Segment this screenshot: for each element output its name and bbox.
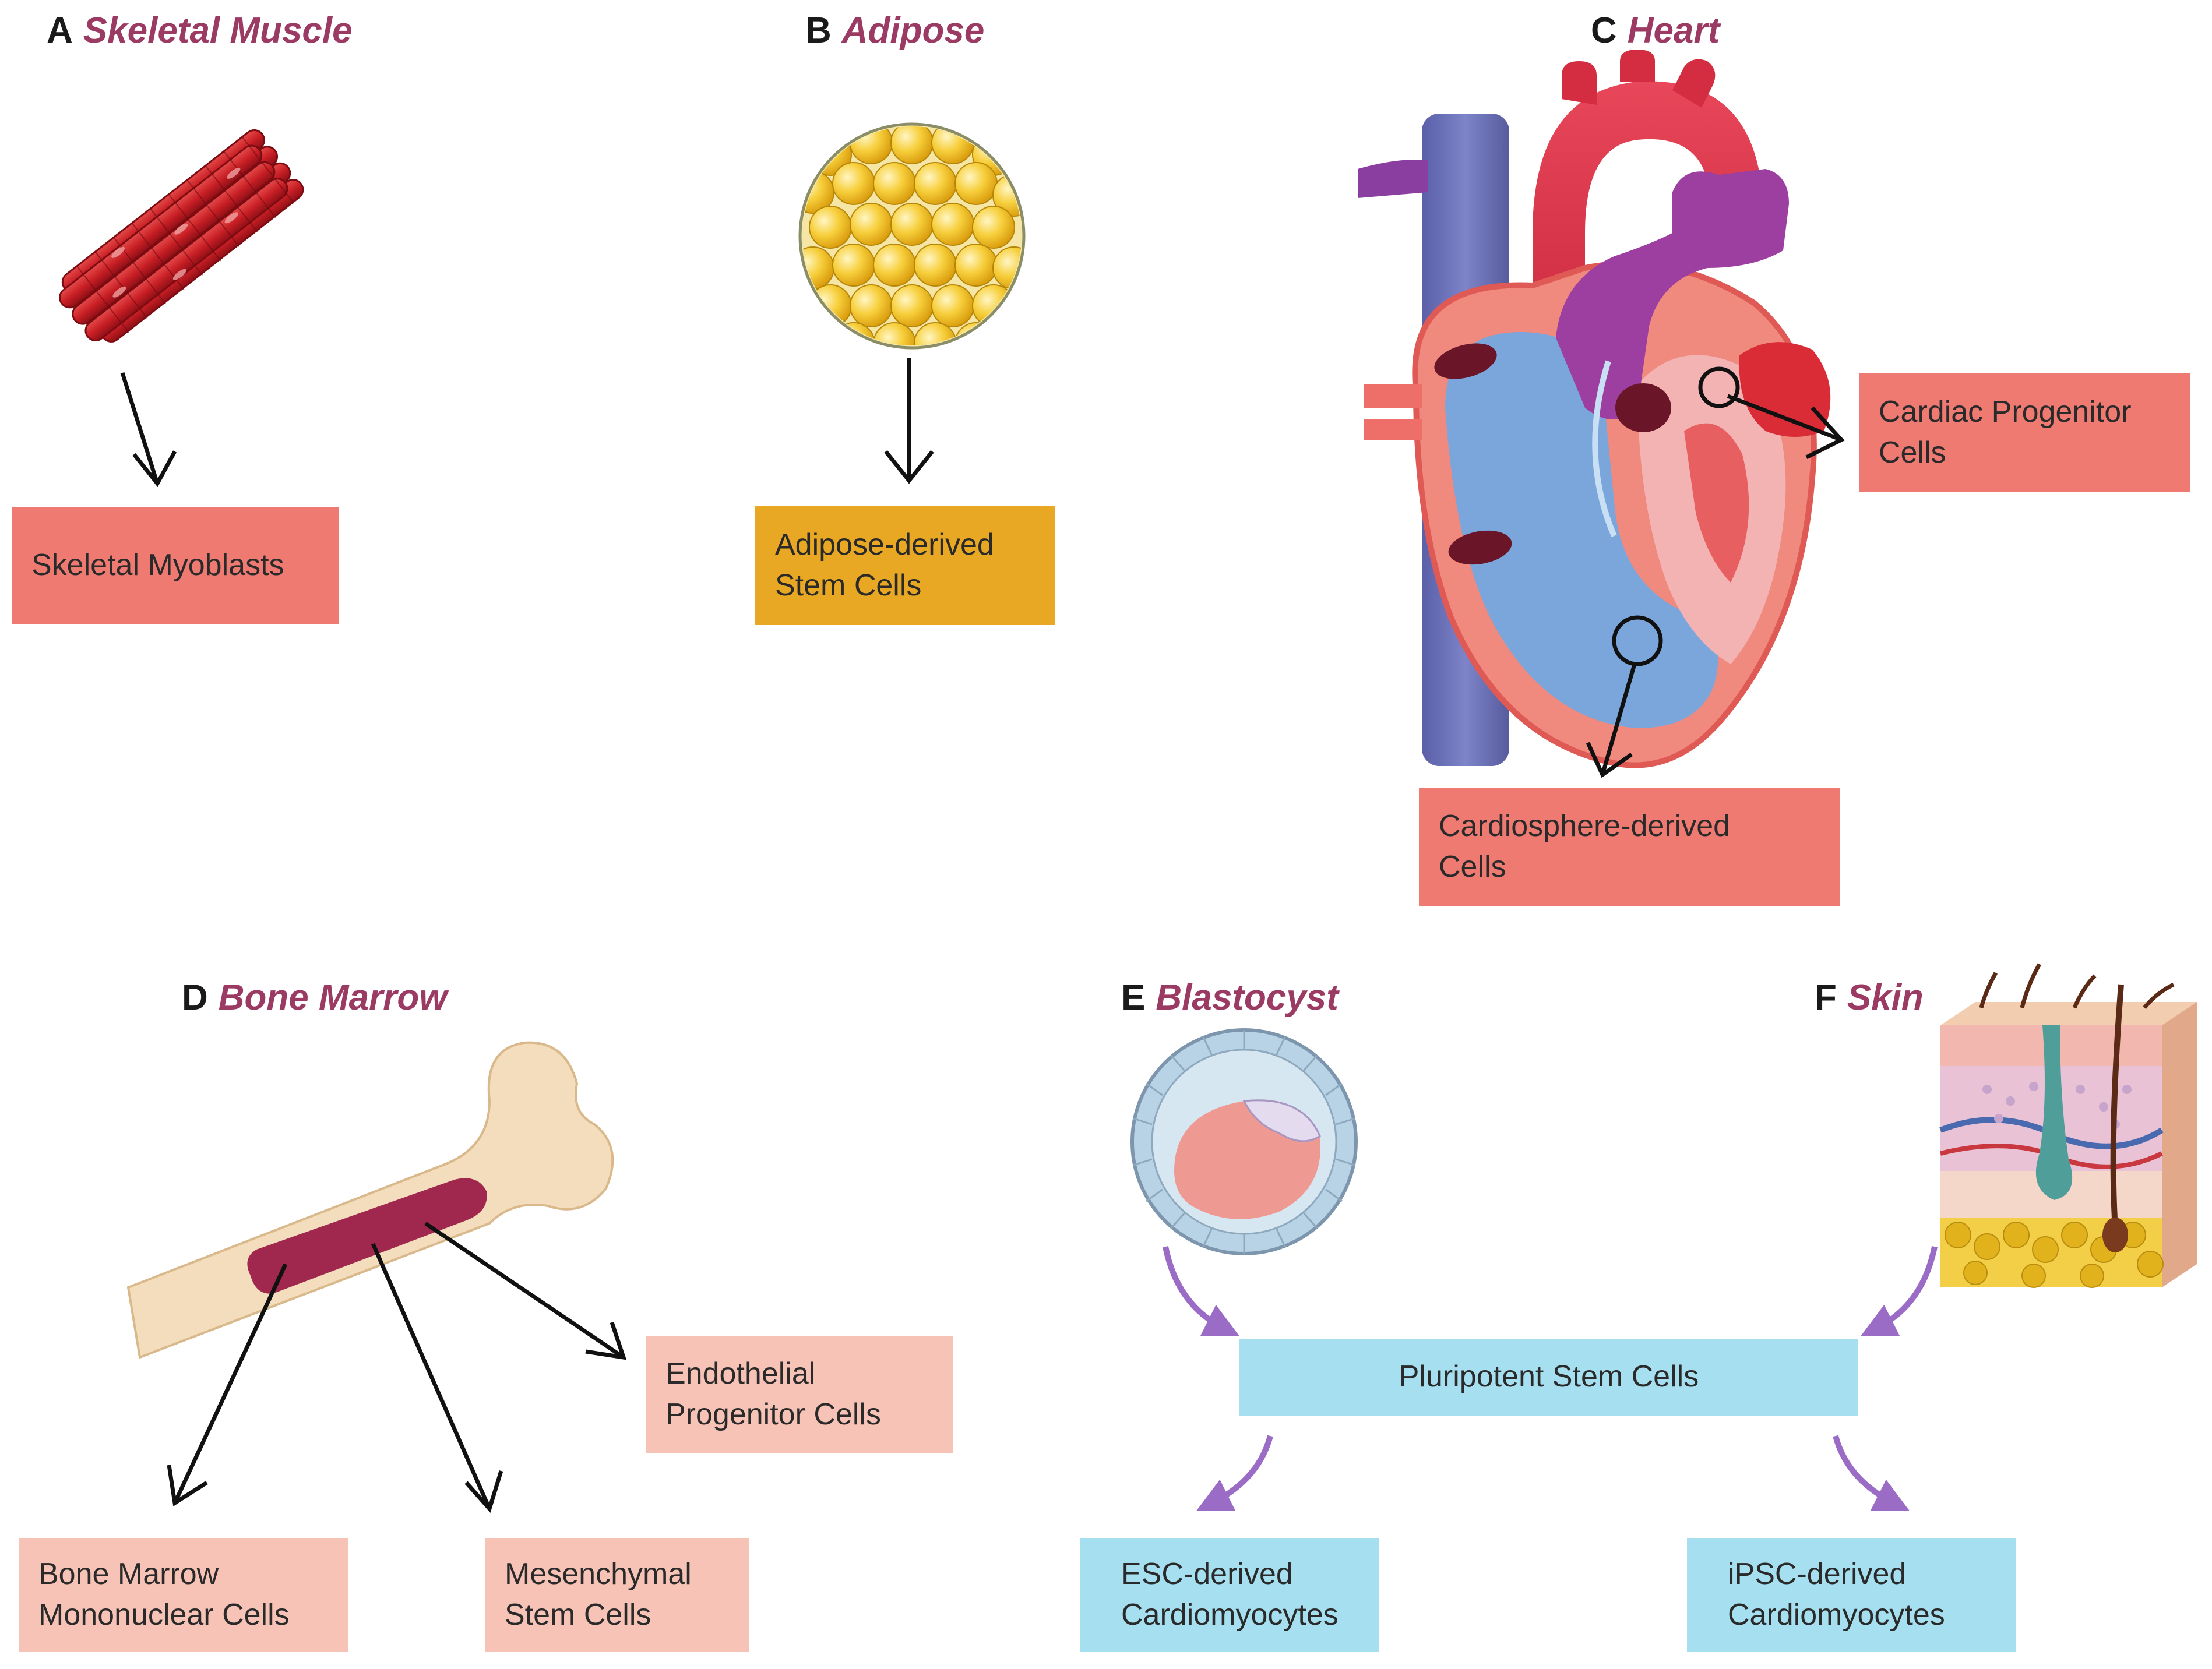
arrow-to-mesenchymal [371,1243,492,1510]
cardiosphere-derived-cells-box: Cardiosphere-derived Cells [1419,788,1840,906]
panel-b-letter: B [805,10,832,51]
femur-bone-icon [126,1041,614,1359]
skeletal-myoblasts-box: Skeletal Myoblasts [12,507,339,624]
arrow-to-mononuclear [172,1263,288,1504]
pluripotent-to-esc-arrow [1196,1435,1273,1511]
adipose-derived-stem-cells-box: Adipose-derived Stem Cells [755,506,1055,625]
panel-e-name: Blastocyst [1156,978,1339,1018]
panel-e-letter: E [1121,978,1146,1018]
pluripotent-stem-cells-box: Pluripotent Stem Cells [1239,1339,1858,1416]
pluripotent-to-ipsc-arrow [1833,1435,1910,1511]
fat-cell-cluster-icon [798,122,1026,350]
panel-b-name: Adipose [841,10,985,51]
panel-c-name: Heart [1627,10,1720,51]
endothelial-progenitor-cells-box: Endothelial Progenitor Cells [646,1336,953,1453]
skin-to-pluripotent-arrow [1861,1246,1938,1336]
heart-to-progenitor-arrow [1727,394,1845,460]
panel-a-letter: A [47,10,73,51]
cardiac-progenitor-cells-box: Cardiac Progenitor Cells [1859,373,2190,492]
muscle-fiber-bundle-icon [59,129,304,343]
bone-marrow-mononuclear-cells-box: Bone Marrow Mononuclear Cells [19,1538,348,1652]
pluripotent-flow-arrows [1163,1246,1938,1511]
adipose-to-stem-arrow [884,358,934,484]
ipsc-derived-cardiomyocytes-box: iPSC-derived Cardiomyocytes [1687,1538,2016,1652]
muscle-to-myoblast-arrow [120,372,177,488]
panel-a-name: Skeletal Muscle [83,10,353,51]
bone-marrow-arrows [167,1222,627,1513]
panel-d-letter: D [182,978,208,1018]
esc-derived-cardiomyocytes-box: ESC-derived Cardiomyocytes [1080,1538,1379,1652]
blastocyst-icon [1130,1028,1358,1255]
panel-f-name: Skin [1847,978,1924,1018]
arrow-to-endothelial [424,1222,625,1359]
panel-f-letter: F [1815,978,1837,1018]
heart-anatomy-icon [1358,50,1831,768]
skin-cross-section-icon [1939,963,2197,1288]
mesenchymal-stem-cells-box: Mesenchymal Stem Cells [485,1538,749,1652]
blastocyst-to-pluripotent-arrow [1163,1246,1239,1336]
panel-c-letter: C [1591,10,1617,51]
heart-to-cardiosphere-arrow [1586,664,1637,778]
panel-d-name: Bone Marrow [218,978,448,1018]
